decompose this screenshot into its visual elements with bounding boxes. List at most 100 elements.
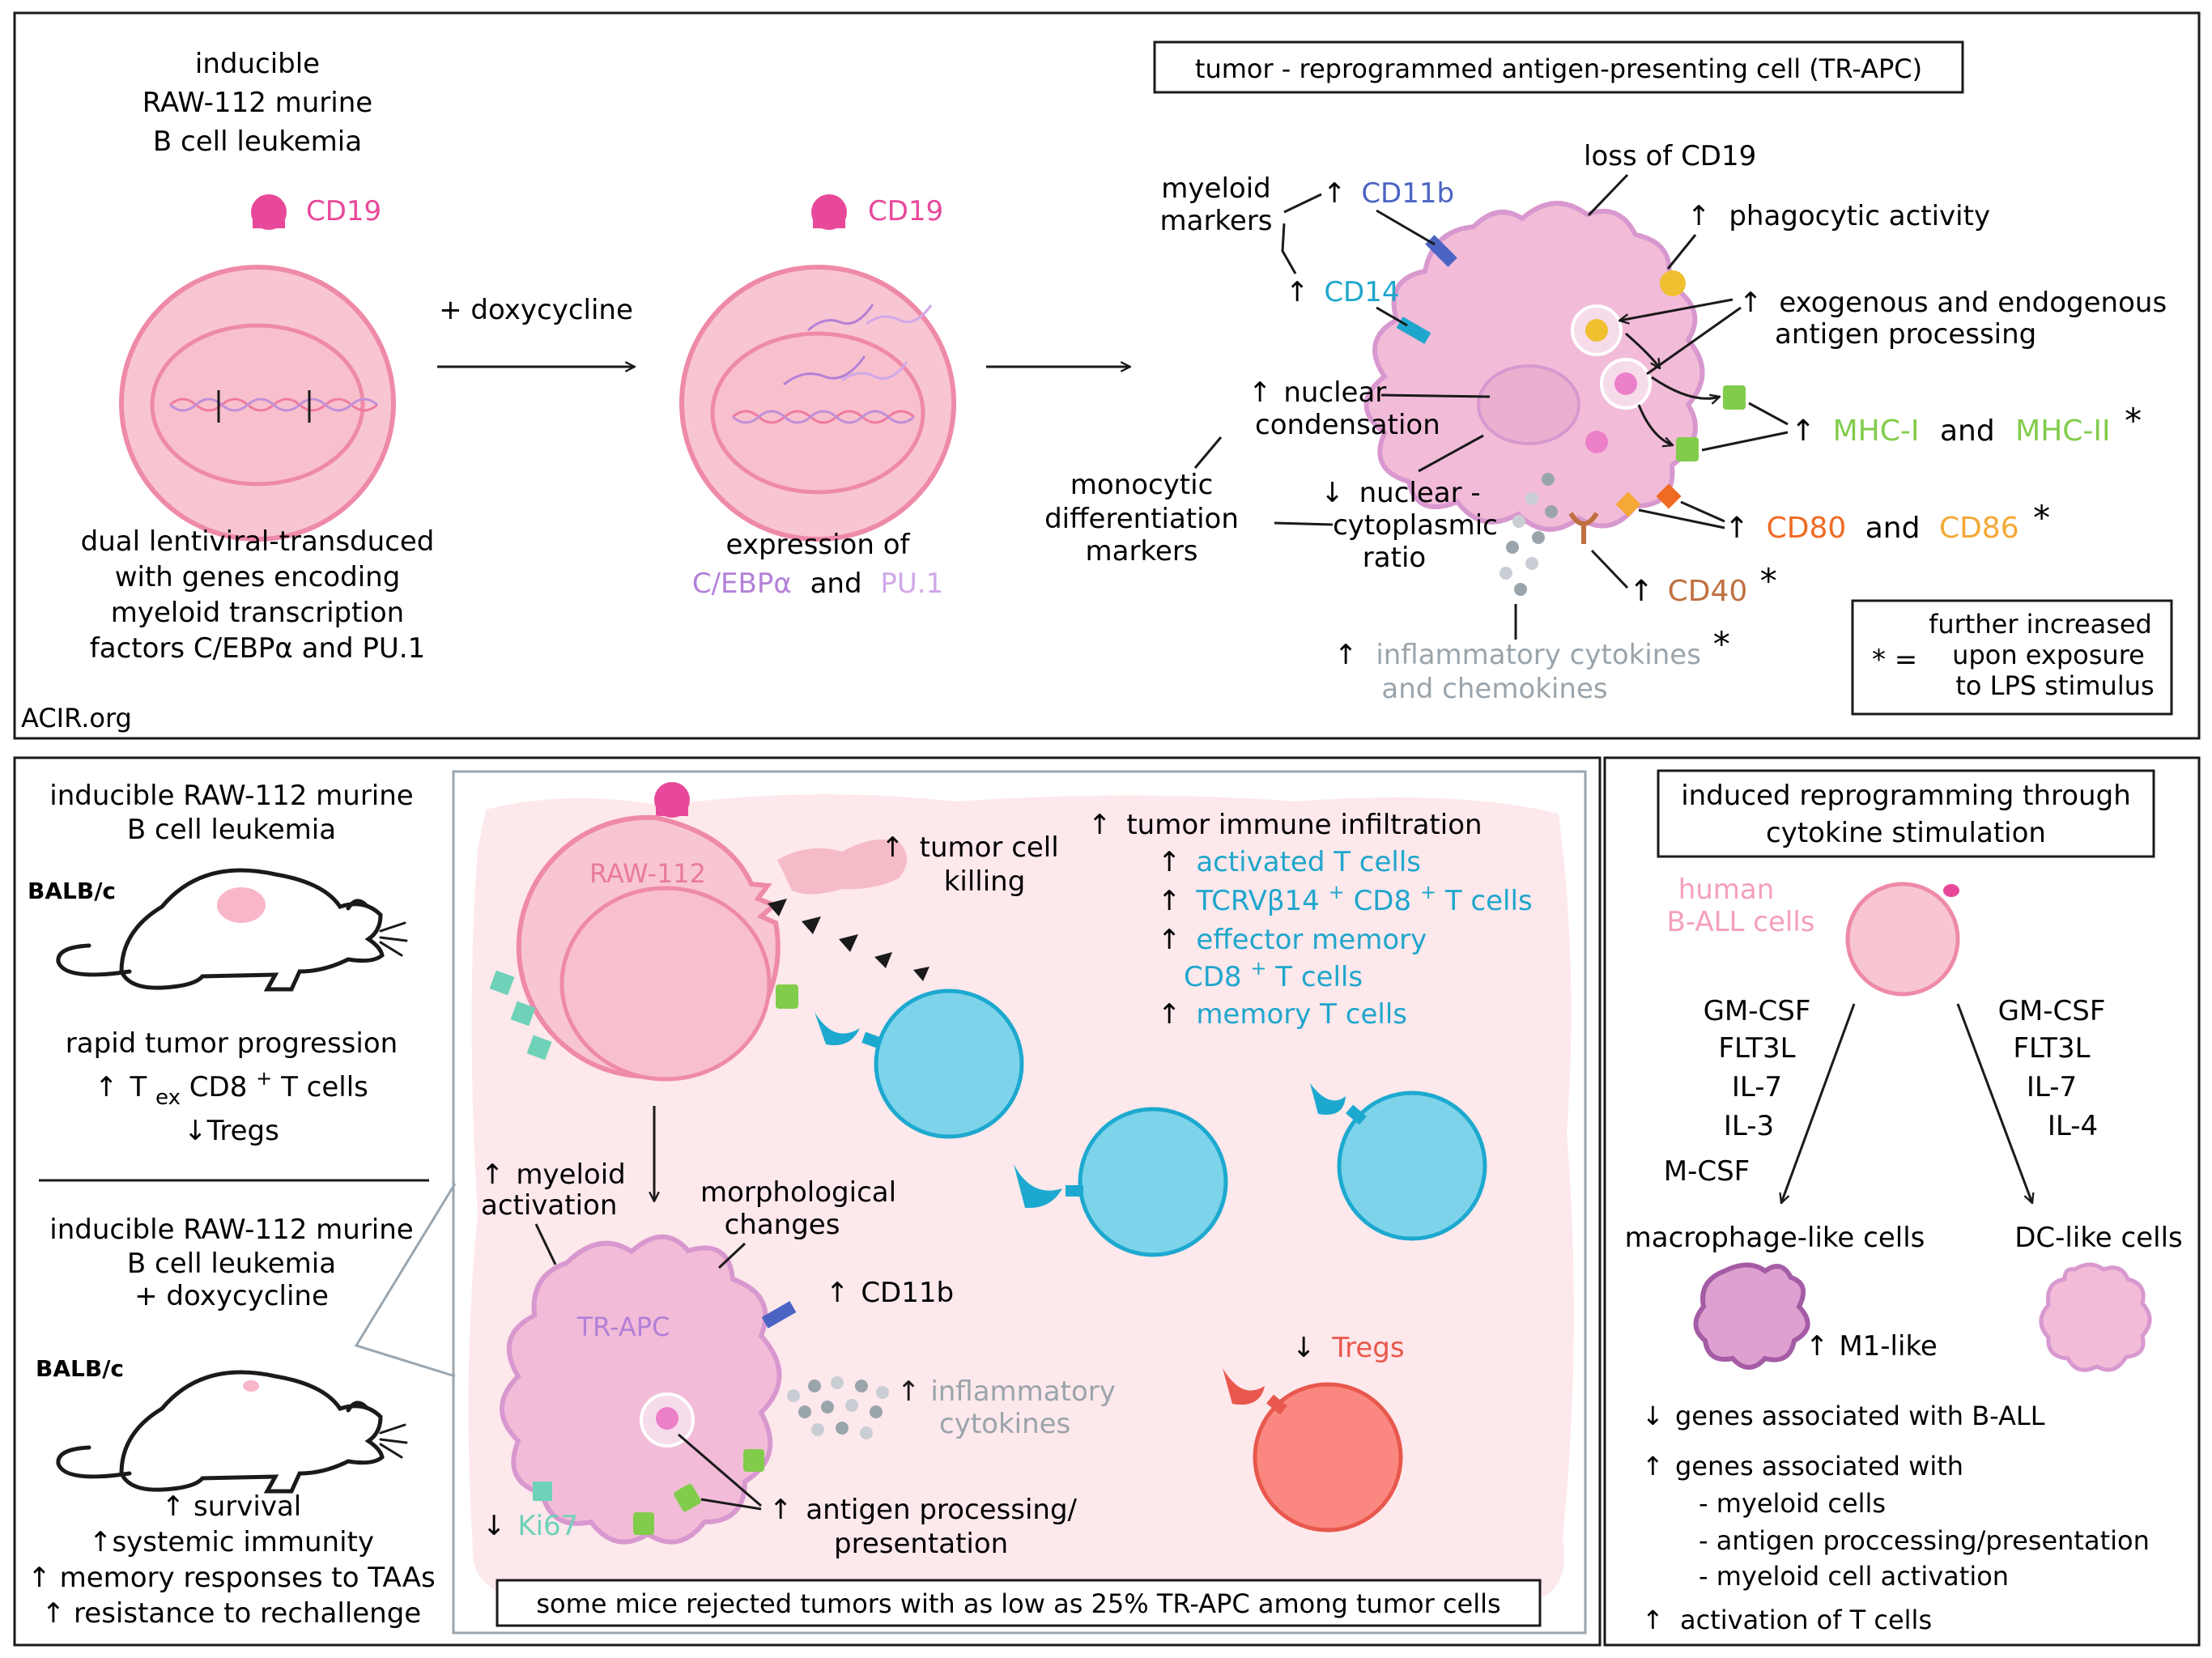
tex-tail: T cells (280, 1071, 368, 1103)
outcome-line: ↑ resistance to rechallenge (42, 1597, 421, 1630)
nc-ratio-line: cytoplasmic (1333, 509, 1498, 542)
transduced-line: factors C/EBPα and PU.1 (90, 632, 425, 665)
up-arrow: ↑ (826, 1277, 849, 1309)
right-cytokine: IL-7 (2027, 1071, 2077, 1103)
up-arrow: ↑ (481, 1158, 504, 1191)
cd19-label: CD19 (306, 195, 381, 227)
cd40-receptor (1568, 512, 1599, 544)
bottom-left-panel (13, 756, 1602, 1647)
transduced-text: dual lentiviral-transduced with genes en… (81, 525, 435, 665)
loss-cd19-leader (1587, 173, 1629, 217)
rapid-progression: rapid tumor progression (66, 1027, 398, 1060)
up-arrow: ↑ (897, 1375, 921, 1408)
left-cytokine: FLT3L (1718, 1032, 1795, 1065)
cd11b-text: CD11b (1361, 177, 1454, 210)
lps-star: * (2125, 401, 2142, 440)
tumor-spot (217, 887, 266, 923)
up-arrow: ↑ (1791, 414, 1815, 448)
lps-star: * (2033, 498, 2050, 538)
outcome-line: ↑ memory responses to TAAs (28, 1562, 435, 1594)
human-ball-cell (1845, 882, 1960, 997)
up-arrow: ↑ (1088, 809, 1112, 841)
mhc2-receptor (1676, 437, 1699, 461)
up-arrow: ↑ (1687, 200, 1711, 232)
cd14-text: CD14 (1324, 276, 1399, 308)
tumor-spot (243, 1380, 259, 1392)
inflam-text: inflammatory (930, 1375, 1116, 1408)
mhc-leaders (1701, 402, 1789, 452)
nuclear-condensation-leader (1380, 393, 1491, 398)
antigen-leader-2 (1646, 306, 1742, 376)
nuclear-text: nuclear (1283, 376, 1386, 409)
human-ball-line: human (1678, 874, 1775, 906)
dc-arrow (1956, 1003, 2032, 1203)
monocytic-leader (1193, 436, 1334, 526)
monocytic-line: monocytic (1070, 469, 1214, 501)
tcr-a: TCRVβ14 (1195, 885, 1320, 917)
ki67-text: Ki67 (517, 1510, 578, 1542)
up-arrow: ↑ (1158, 885, 1181, 917)
and-word: and (810, 568, 862, 600)
memory-text: memory T cells (1196, 998, 1407, 1031)
leukemia-title-line: inducible (195, 48, 320, 80)
cytokines-label: ↑ inflammatory cytokines * (1334, 624, 1730, 671)
tcr-c: T cells (1444, 885, 1533, 917)
genes-item: - myeloid cell activation (1699, 1561, 2009, 1592)
tumor-killing-line: killing (944, 865, 1026, 898)
myeloid-markers-line: markers (1159, 205, 1272, 237)
tcr-sup2: + (1420, 881, 1436, 903)
right-cytokine: GM-CSF (1998, 995, 2106, 1027)
mouse1-title: inducible RAW-112 murine B cell leukemia (49, 780, 413, 846)
cd8-a: CD8 (1184, 961, 1242, 993)
tcr-line: ↑ TCRVβ14 + CD8 + T cells (1158, 874, 1533, 917)
down-arrow: ↓ (1321, 477, 1344, 509)
phagocytic-leader (1666, 234, 1697, 270)
antigen-line: presentation (834, 1528, 1008, 1560)
up-arrow: ↑ (1806, 1330, 1829, 1363)
balbc-label: BALB/c (28, 878, 116, 904)
cytokines-line: and chemokines (1381, 673, 1607, 705)
leukemia-title-line: B cell leukemia (153, 125, 362, 158)
left-cytokine: IL-7 (1732, 1071, 1782, 1103)
lps-legend-star: * = (1872, 644, 1917, 676)
activation-text: activation of T cells (1680, 1605, 1932, 1635)
antigen-leaders (678, 1433, 762, 1511)
cd8-sup: + (1250, 957, 1266, 980)
mouse2-title-line: B cell leukemia (127, 1248, 336, 1280)
cytokine-box (1657, 769, 2155, 858)
t-cell-3 (1310, 1083, 1487, 1241)
transduced-line: dual lentiviral-transduced (81, 525, 435, 558)
genes-down-line: ↓ genes associated with B-ALL (1642, 1401, 2045, 1431)
mhc-transport-arrow-3 (1637, 404, 1673, 445)
mhc-and: and (1940, 414, 1995, 448)
dna-helix-icon (169, 390, 378, 423)
external-antigen-icon (1660, 270, 1686, 296)
cytokine-box-line: cytokine stimulation (1766, 817, 2046, 849)
tcr-sup1: + (1329, 881, 1345, 903)
cd19-stalk (813, 212, 845, 228)
genes-up-line: ↑ genes associated with (1642, 1451, 1963, 1482)
cd40-leader (1590, 549, 1629, 589)
down-arrow: ↓ (483, 1510, 506, 1542)
cebpa-label: C/EBPα (692, 568, 792, 600)
bottom-statement: some mice rejected tumors with as low as… (536, 1588, 1500, 1619)
myeloid-activation-label: ↑ myeloid activation (481, 1158, 626, 1222)
antigen-processing-line: antigen processing (1775, 318, 2036, 351)
expression-genes-line: C/EBPα and PU.1 (692, 568, 943, 600)
monocytic-line: differentiation (1044, 503, 1239, 535)
up-arrow: ↑ (1286, 276, 1309, 308)
dna-helix-icon (732, 410, 915, 424)
lps-star: * (1713, 624, 1730, 664)
up-arrow: ↑ (1249, 376, 1272, 409)
human-ball-label: human B-ALL cells (1666, 874, 1814, 938)
tex-sup: + (256, 1067, 272, 1090)
mouse2-outcomes: ↑ survival ↑systemic immunity ↑ memory r… (28, 1490, 435, 1630)
tumor-killing-label: ↑ tumor cell killing (881, 831, 1058, 898)
outcome-line: ↑ survival (162, 1490, 302, 1523)
lps-legend-box (1851, 599, 2173, 716)
left-cytokine: GM-CSF (1704, 995, 1811, 1027)
inflam-line: cytokines (939, 1408, 1070, 1440)
cd11b-receptor (761, 1301, 797, 1329)
up-arrow: ↑ (1158, 998, 1181, 1031)
